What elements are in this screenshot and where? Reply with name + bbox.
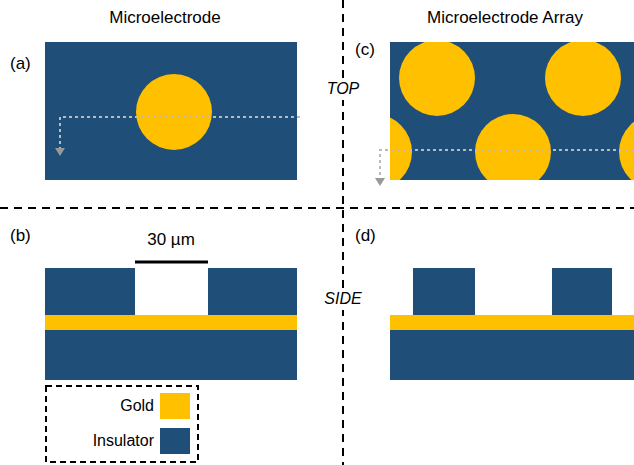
panel-heading: Microelectrode (109, 8, 221, 28)
legend-text: Gold (120, 397, 154, 415)
legend-swatch (160, 428, 190, 454)
scale-label: 30 µm (147, 230, 195, 250)
panel-letter: (d) (355, 226, 376, 246)
panel-letter: (b) (10, 226, 31, 246)
view-label: TOP (323, 78, 364, 100)
legend-row: Insulator (93, 428, 190, 454)
legend-row: Gold (120, 393, 190, 419)
panel-heading: Microelectrode Array (427, 8, 583, 28)
view-label: SIDE (320, 288, 365, 310)
legend-text: Insulator (93, 432, 154, 450)
legend-swatch (160, 393, 190, 419)
panel-letter: (a) (10, 54, 31, 74)
panel-letter: (c) (355, 40, 375, 60)
